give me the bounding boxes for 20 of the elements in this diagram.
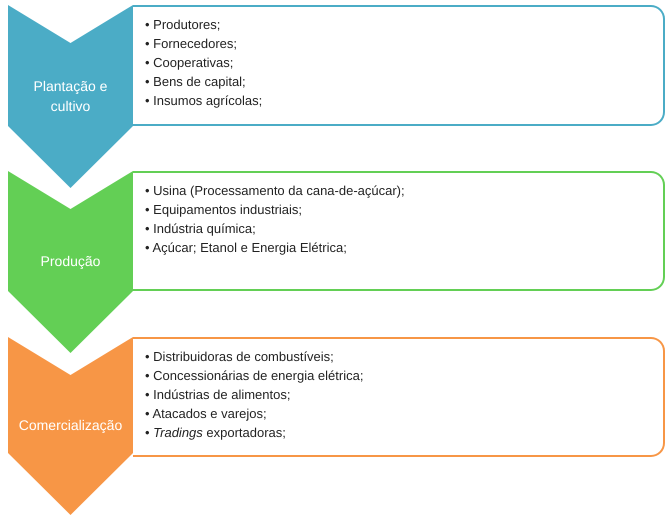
stage-label: Plantação e cultivo xyxy=(32,76,108,116)
list-item: • Usina (Processamento da cana-de-açúcar); xyxy=(145,182,406,200)
stage-label: Produção xyxy=(40,252,102,271)
list-item: • Atacados e varejos; xyxy=(145,405,268,423)
list-item: • Insumos agrícolas; xyxy=(145,92,264,110)
list-panel xyxy=(133,337,665,457)
list-item: • Concessionárias de energia elétrica; xyxy=(145,367,364,385)
list-item: • Indústria química; xyxy=(145,220,257,238)
list-item: • Fornecedores; xyxy=(145,35,238,53)
list-panel xyxy=(133,171,665,291)
stage-label: Comercialização xyxy=(18,416,124,435)
list-item: • Produtores; xyxy=(145,16,222,34)
list-item: • Tradings exportadoras; xyxy=(145,424,287,442)
list-panel xyxy=(133,5,665,126)
list-item: • Indústrias de alimentos; xyxy=(145,386,292,404)
list-item: • Açúcar; Etanol e Energia Elétrica; xyxy=(145,239,348,257)
list-item: • Bens de capital; xyxy=(145,73,247,91)
list-item: • Cooperativas; xyxy=(145,54,234,72)
list-item: • Distribuidoras de combustíveis; xyxy=(145,348,335,366)
list-item: • Equipamentos industriais; xyxy=(145,201,304,219)
